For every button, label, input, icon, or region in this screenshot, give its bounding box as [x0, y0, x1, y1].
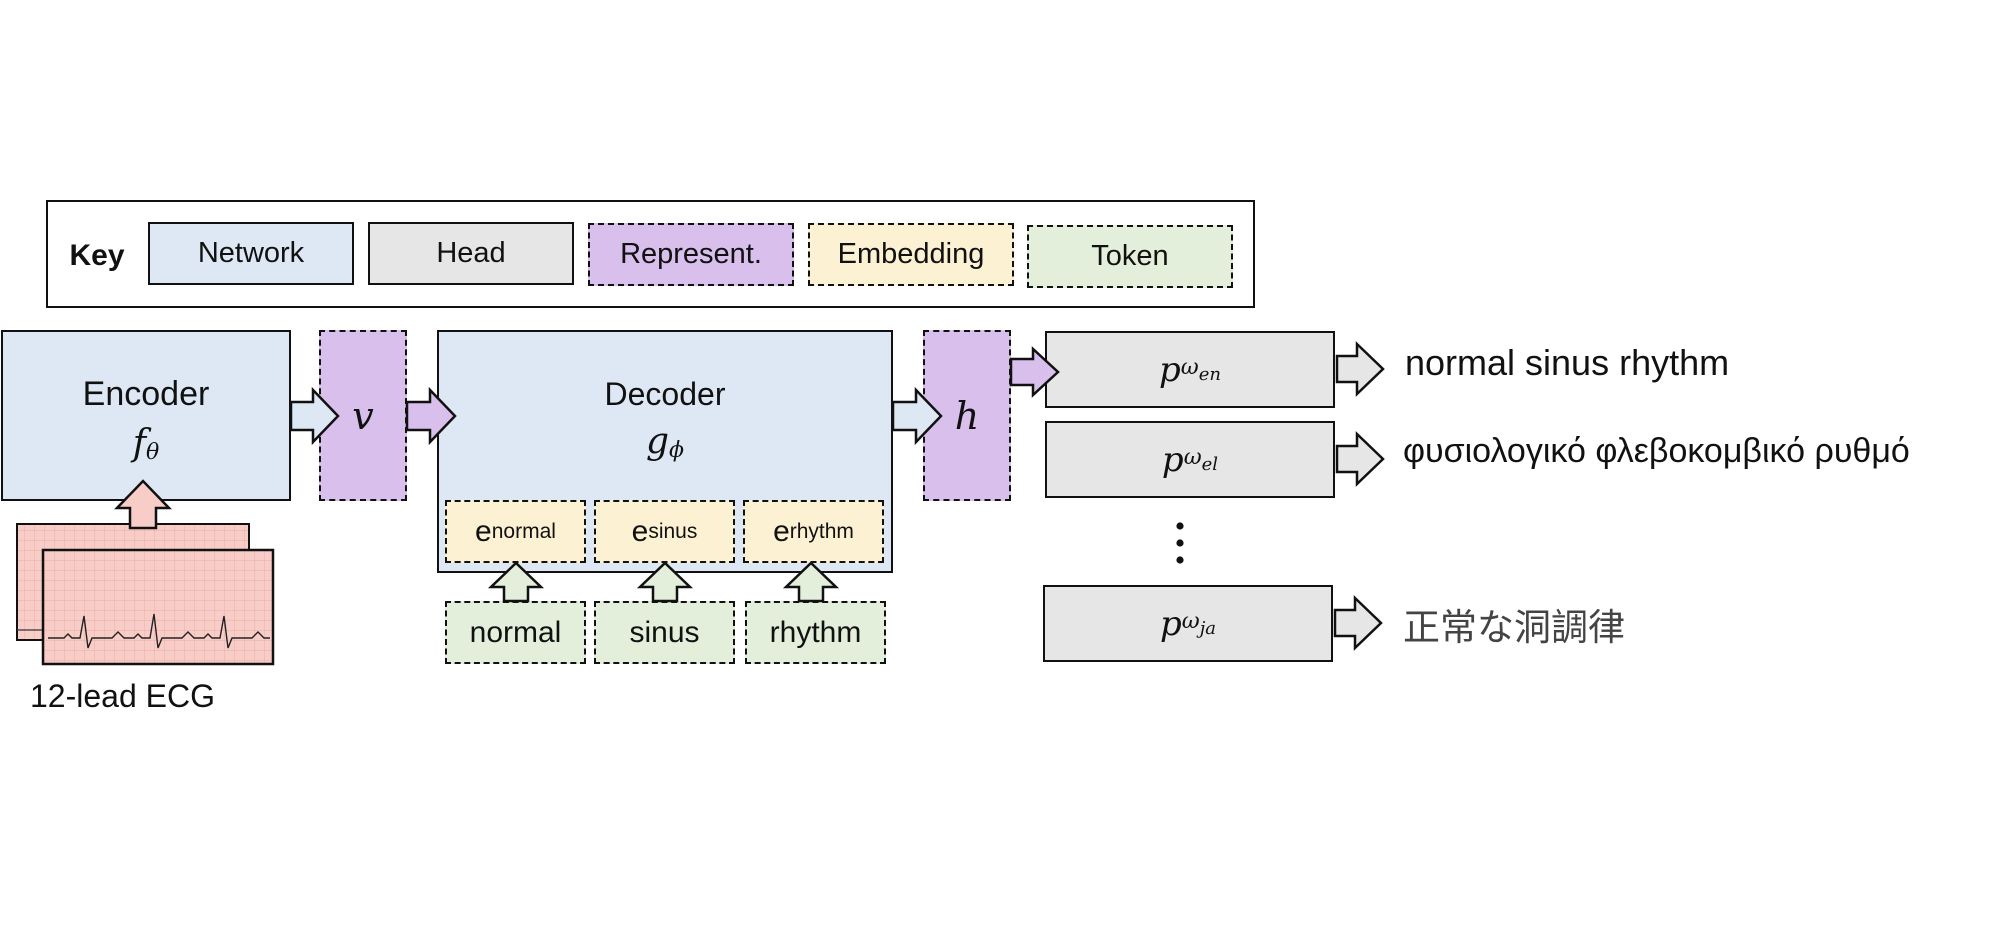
output-el: φυσιολογικό φλεβοκομβικό ρυθμό: [1403, 432, 1910, 470]
legend-embedding: Embedding: [808, 223, 1014, 286]
arrow-head-ja-output: [1333, 595, 1383, 651]
arrow-token-normal-up: [487, 561, 545, 603]
legend-network: Network: [148, 222, 354, 285]
output-en: normal sinus rhythm: [1405, 342, 1730, 383]
representation-v-label: v: [352, 393, 374, 438]
representation-v: v: [319, 330, 407, 501]
arrow-encoder-to-v: [289, 386, 340, 446]
token-rhythm: rhythm: [745, 601, 886, 664]
legend-title: Key: [69, 239, 125, 272]
embedding-sinus-base: e: [631, 514, 649, 548]
head-ja-omega: ω: [1181, 608, 1200, 634]
legend-head: Head: [368, 222, 574, 285]
arrow-v-to-decoder: [405, 386, 457, 446]
decoder-symbol-sub: ϕ: [669, 437, 685, 463]
representation-h-label: h: [954, 393, 980, 438]
head-en-omega: ω: [1180, 354, 1199, 380]
embedding-sinus-sub: sinus: [648, 519, 698, 543]
encoder-symbol-base: f: [132, 422, 147, 464]
decoder-symbol-base: g: [645, 420, 670, 462]
ecg-image: [16, 523, 275, 666]
embedding-rhythm-sub: rhythm: [789, 519, 854, 543]
arrow-ecg-to-encoder: [114, 479, 172, 530]
arrow-token-rhythm-up: [782, 561, 840, 603]
arrow-decoder-to-h: [891, 386, 943, 446]
head-ja-lang: ja: [1199, 617, 1217, 639]
encoder-symbol-sub: θ: [146, 439, 160, 465]
decoder-title: Decoder: [604, 375, 726, 412]
head-ja-base: p: [1159, 603, 1182, 644]
arrow-head-el-output: [1335, 431, 1385, 487]
embedding-rhythm-base: e: [773, 514, 790, 548]
head-en-lang: en: [1198, 363, 1221, 385]
ecg-label: 12-lead ECG: [30, 678, 215, 714]
head-el-base: p: [1161, 439, 1184, 480]
head-el-omega: ω: [1183, 444, 1202, 470]
arrow-h-to-head: [1009, 346, 1060, 398]
embedding-normal-sub: normal: [491, 519, 556, 543]
embedding-normal-base: e: [475, 514, 492, 548]
legend: [46, 200, 1255, 308]
legend-token: Token: [1027, 225, 1233, 288]
arrow-head-en-output: [1335, 341, 1385, 397]
token-sinus: sinus: [594, 601, 735, 664]
legend-representation: Represent.: [588, 223, 794, 286]
head-en-base: p: [1159, 349, 1181, 390]
head-el-lang: el: [1201, 453, 1219, 475]
ellipsis-icon: [1176, 522, 1184, 564]
arrow-token-sinus-up: [636, 561, 694, 603]
encoder-title: Encoder: [82, 374, 210, 413]
